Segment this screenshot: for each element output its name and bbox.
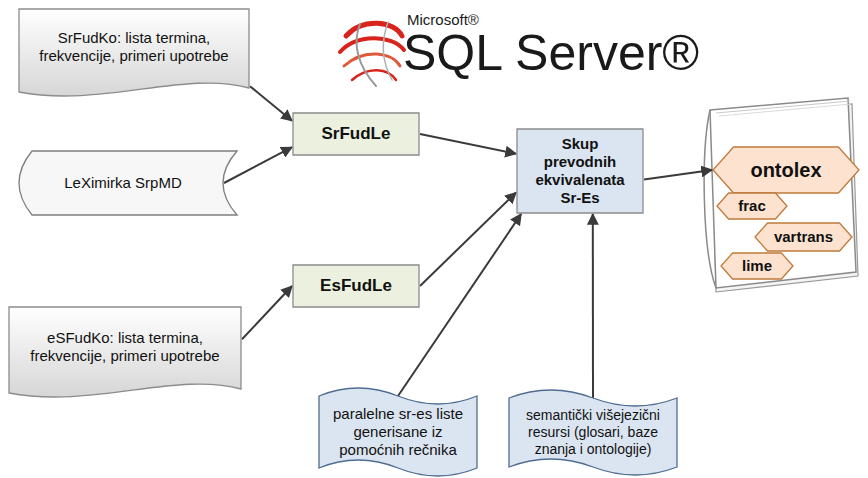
node-outline-path — [721, 253, 793, 279]
resource-tape: semantički višejezični resursi (glosari,… — [508, 390, 678, 475]
flow-arrow — [592, 214, 594, 398]
node-outline-path — [517, 129, 643, 213]
module-diamond: lime — [720, 252, 794, 280]
sql-logo-icon — [340, 22, 404, 86]
node-outline-path — [717, 193, 787, 219]
node-text: eSFudKo: lista termina, frekvencije, pri… — [20, 329, 230, 365]
node-text: paralelne sr-es liste generisane iz pomo… — [328, 405, 468, 459]
process-box: EsFudLe — [292, 264, 420, 308]
node-outline-path — [19, 9, 249, 96]
node-outline-path — [509, 390, 677, 475]
node-outline-path — [319, 388, 477, 476]
module-diamond: frac — [716, 192, 788, 220]
flow-arrow — [242, 286, 292, 339]
node-outline-path — [293, 265, 419, 307]
node-outline-path — [293, 113, 419, 155]
flow-arrow — [420, 134, 516, 154]
document-shape: eSFudKo: lista termina, frekvencije, pri… — [8, 306, 242, 401]
book-illustration — [704, 98, 858, 292]
module-diamond: ontolex — [712, 146, 860, 194]
node-text: semantički višejezični resursi (glosari,… — [518, 407, 668, 457]
node-text: SrFudLe — [322, 124, 391, 144]
node-outline-path — [755, 223, 852, 251]
resource-tape: paralelne sr-es liste generisane iz pomo… — [318, 388, 478, 476]
node-outline-path — [713, 147, 859, 193]
node-text: ontolex — [750, 158, 821, 182]
node-text: vartrans — [774, 228, 833, 246]
database-box: Skup prevodnih ekvivalenata Sr-Es — [516, 128, 644, 214]
node-outline-path — [19, 151, 237, 215]
node-text: lime — [742, 257, 772, 275]
document-shape: SrFudKo: lista termina, frekvencije, pri… — [18, 8, 250, 100]
product-label: SQL Server® — [403, 26, 699, 81]
node-text: LeXimirka SrpMD — [64, 174, 182, 192]
module-diamond: vartrans — [754, 222, 853, 252]
node-outline-path — [9, 307, 241, 397]
flow-arrow — [644, 170, 712, 180]
flow-arrow — [250, 86, 292, 121]
flow-arrow — [420, 193, 516, 287]
data-store-shape: LeXimirka SrpMD — [18, 150, 238, 216]
process-box: SrFudLe — [292, 112, 420, 156]
node-text: Skup prevodnih ekvivalenata Sr-Es — [524, 135, 636, 207]
node-text: frac — [738, 197, 766, 215]
node-text: SrFudKo: lista termina, frekvencije, pri… — [30, 29, 238, 65]
node-text: EsFudLe — [320, 276, 392, 296]
